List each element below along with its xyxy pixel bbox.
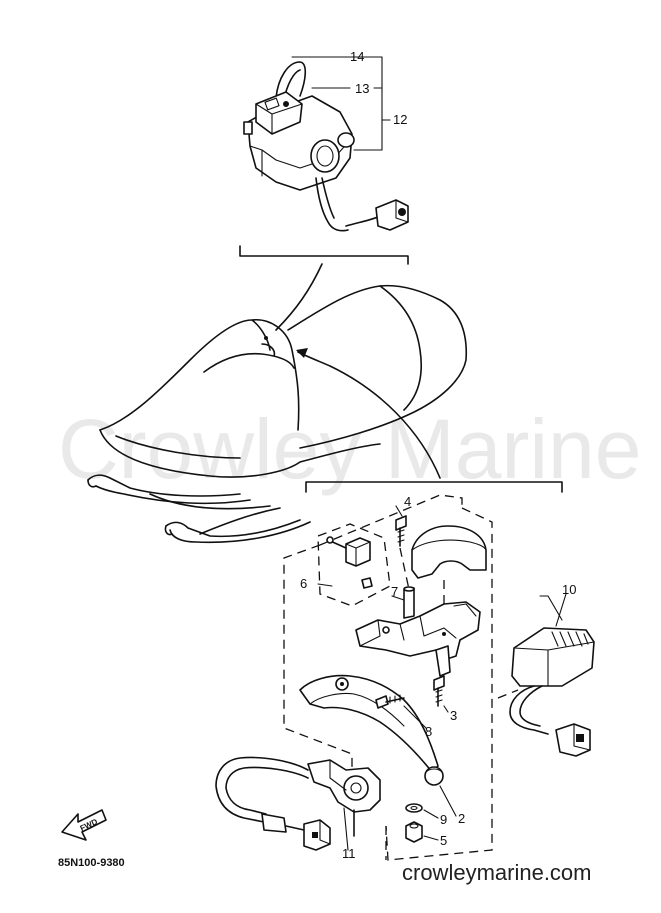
callout-6: 6 [300,576,307,591]
callout-7: 7 [391,584,398,599]
drawing-code: 85N100-9380 [58,857,125,869]
callout-5: 5 [440,833,447,848]
callout-2: 2 [458,811,465,826]
fwd-arrow-icon: FWD [61,809,107,841]
switch-assembly [243,61,409,232]
website-text: crowleymarine.com [402,860,592,885]
callout-4: 4 [404,494,411,509]
callout-11: 11 [342,846,356,861]
callout-12: 12 [393,112,407,127]
callout-8: 8 [425,724,432,739]
callout-3: 3 [450,708,457,723]
callout-10: 10 [562,582,576,597]
snowmobile-outline [87,284,468,544]
callout-14: 14 [350,49,364,64]
callout-13: 13 [355,81,369,96]
callout-9: 9 [440,812,447,827]
